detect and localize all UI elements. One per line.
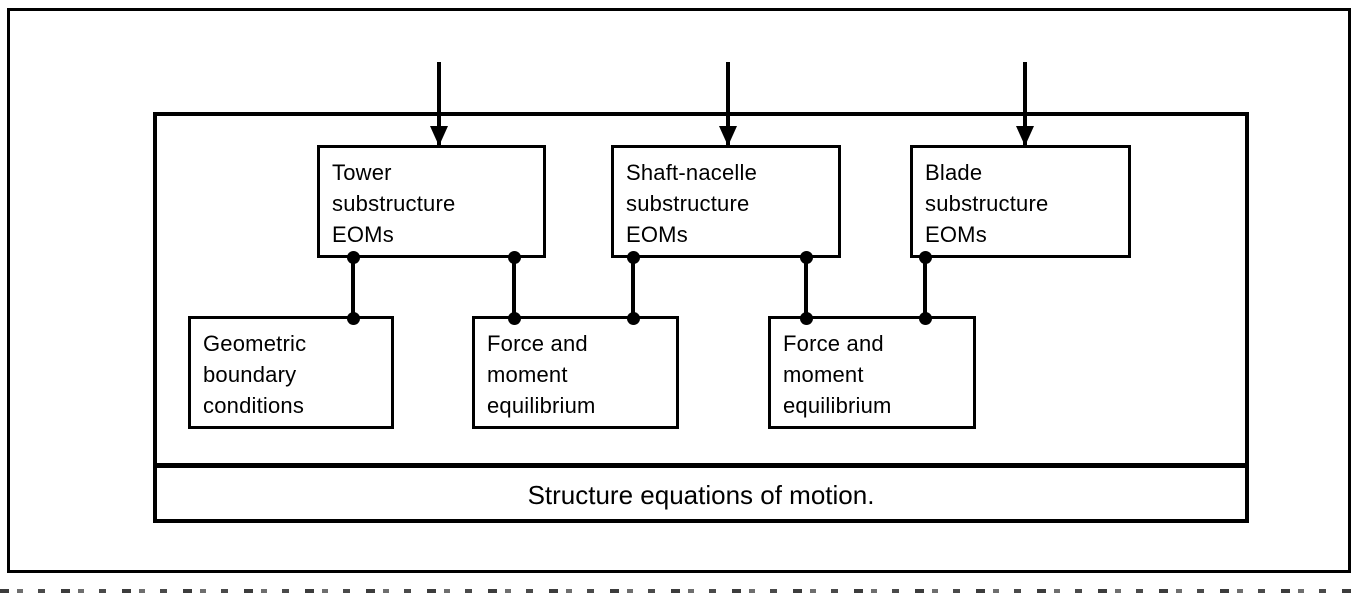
node-tower-line-2: substructure xyxy=(332,191,456,216)
structure-group-container xyxy=(153,112,1249,523)
caption-separator xyxy=(153,463,1249,468)
connector-tower-to-geometric xyxy=(351,255,355,319)
node-geometric-line-2: boundary xyxy=(203,362,297,387)
junction-dot-blade-bottom-left xyxy=(919,251,932,264)
arrow-to-tower-head xyxy=(430,126,448,146)
junction-dot-geometric-top xyxy=(347,312,360,325)
outer-frame xyxy=(7,8,1351,573)
arrow-to-blade-head xyxy=(1016,126,1034,146)
junction-dot-force-1-top-left xyxy=(508,312,521,325)
junction-dot-force-2-top-left xyxy=(800,312,813,325)
junction-dot-shaft-bottom-left xyxy=(627,251,640,264)
node-force-1-line-1: Force and xyxy=(487,331,588,356)
connector-blade-to-force-2 xyxy=(923,255,927,319)
node-blade-line-3: EOMs xyxy=(925,222,987,247)
node-blade-substructure-eoms[interactable]: Blade substructure EOMs xyxy=(910,145,1131,258)
junction-dot-shaft-bottom-right xyxy=(800,251,813,264)
arrow-to-shaft-nacelle-head xyxy=(719,126,737,146)
node-tower-substructure-eoms[interactable]: Tower substructure EOMs xyxy=(317,145,546,258)
node-blade-line-1: Blade xyxy=(925,160,983,185)
node-geometric-line-3: conditions xyxy=(203,393,305,418)
node-force-1-line-2: moment xyxy=(487,362,568,387)
node-force-1-line-3: equilibrium xyxy=(487,393,596,418)
node-force-2-line-3: equilibrium xyxy=(783,393,892,418)
junction-dot-tower-bottom-right xyxy=(508,251,521,264)
connector-tower-to-force-1 xyxy=(512,255,516,319)
caption-strip: Structure equations of motion. xyxy=(153,468,1249,523)
node-force-and-moment-equilibrium-2[interactable]: Force and moment equilibrium xyxy=(768,316,976,429)
node-shaft-nacelle-line-3: EOMs xyxy=(626,222,688,247)
node-force-2-line-1: Force and xyxy=(783,331,884,356)
node-geometric-boundary-conditions[interactable]: Geometric boundary conditions xyxy=(188,316,394,429)
node-geometric-line-1: Geometric xyxy=(203,331,307,356)
node-force-and-moment-equilibrium-1[interactable]: Force and moment equilibrium xyxy=(472,316,679,429)
junction-dot-force-2-top-right xyxy=(919,312,932,325)
junction-dot-tower-bottom-left xyxy=(347,251,360,264)
arrow-to-blade-stem xyxy=(1023,62,1027,145)
node-shaft-nacelle-line-2: substructure xyxy=(626,191,750,216)
node-tower-line-3: EOMs xyxy=(332,222,394,247)
node-force-2-line-2: moment xyxy=(783,362,864,387)
connector-shaft-to-force-1 xyxy=(631,255,635,319)
scan-artifact xyxy=(0,589,1359,593)
junction-dot-force-1-top-right xyxy=(627,312,640,325)
node-tower-line-1: Tower xyxy=(332,160,392,185)
arrow-to-tower-stem xyxy=(437,62,441,145)
node-blade-line-2: substructure xyxy=(925,191,1049,216)
arrow-to-shaft-nacelle-stem xyxy=(726,62,730,145)
node-shaft-nacelle-substructure-eoms[interactable]: Shaft-nacelle substructure EOMs xyxy=(611,145,841,258)
node-shaft-nacelle-line-1: Shaft-nacelle xyxy=(626,160,758,185)
connector-shaft-to-force-2 xyxy=(804,255,808,319)
caption-text: Structure equations of motion. xyxy=(527,480,875,510)
